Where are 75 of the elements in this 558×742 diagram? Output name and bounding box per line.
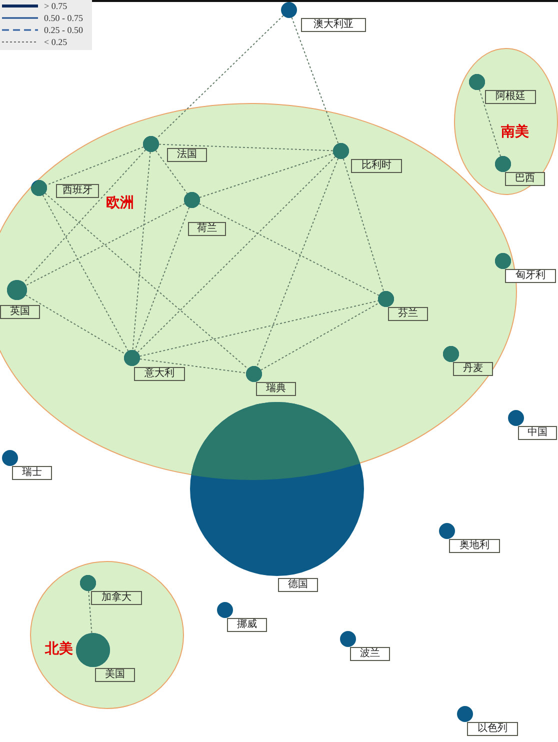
region-ellipse [30,561,184,709]
country-label: 加拿大 [91,591,142,605]
link-line [342,158,384,292]
country-label: 德国 [278,578,318,592]
link-line [198,203,380,296]
node-circle [2,450,18,466]
link-line [25,203,186,286]
country-label: 奥地利 [449,539,500,553]
node-circle [457,706,473,722]
node-circle [495,253,511,269]
link-line [291,17,339,144]
node-circle [378,291,394,307]
node-circle [508,410,524,426]
country-label: 荷兰 [188,222,226,236]
country-label: 中国 [518,426,557,440]
node-circle [143,136,159,152]
node-circle [217,602,233,618]
country-label: 西班牙 [56,184,99,198]
node-circle [80,575,96,591]
link-line [158,144,334,152]
link-line [478,89,502,157]
link-line [155,150,188,194]
node-circle [124,350,140,366]
link-line [44,192,248,370]
node-circle [7,280,27,300]
legend-label: > 0.75 [44,1,68,11]
country-label: 阿根廷 [485,90,536,104]
link-line [88,590,92,634]
node-circle [333,143,349,159]
country-label: 瑞典 [256,382,296,396]
country-label: 匈牙利 [505,269,556,283]
link-line [156,15,284,139]
link-line [139,300,379,357]
country-label: 巴西 [505,172,545,186]
country-label: 丹麦 [453,362,493,376]
node-circle [190,402,364,576]
country-label: 美国 [95,668,135,682]
node-circle [184,192,200,208]
country-label: 波兰 [350,647,390,661]
legend-label: 0.25 - 0.50 [44,25,83,35]
link-line [46,146,144,186]
country-label: 意大利 [134,367,185,381]
region-label: 欧洲 [106,195,134,211]
node-circle [246,366,262,382]
node-circle [443,346,459,362]
node-circle [76,633,110,667]
link-line [23,149,146,284]
country-label: 比利时 [351,159,402,173]
node-circle [439,523,455,539]
link-line [25,294,126,354]
link-line [132,151,151,351]
node-circle [469,74,485,90]
country-label: 法国 [167,148,207,162]
region-label: 南美 [501,124,529,140]
link-line [199,153,334,198]
legend-label: < 0.25 [44,37,68,47]
region-label: 北美 [45,641,73,657]
link-line [256,158,339,368]
link-line [137,156,336,353]
link-line [42,194,129,352]
country-label: 英国 [0,305,40,319]
country-label: 澳大利亚 [301,18,366,32]
country-label: 芬兰 [388,307,428,321]
node-circle [281,2,297,18]
node-circle [495,156,511,172]
link-line [260,302,380,371]
node-circle [31,180,47,196]
link-line [134,206,190,352]
node-circle [340,631,356,647]
country-label: 瑞士 [12,466,52,480]
link-line [139,358,247,374]
country-label: 挪威 [227,618,267,632]
country-label: 以色列 [467,722,518,736]
region-ellipse [454,48,558,195]
legend-label: 0.50 - 0.75 [44,13,83,23]
